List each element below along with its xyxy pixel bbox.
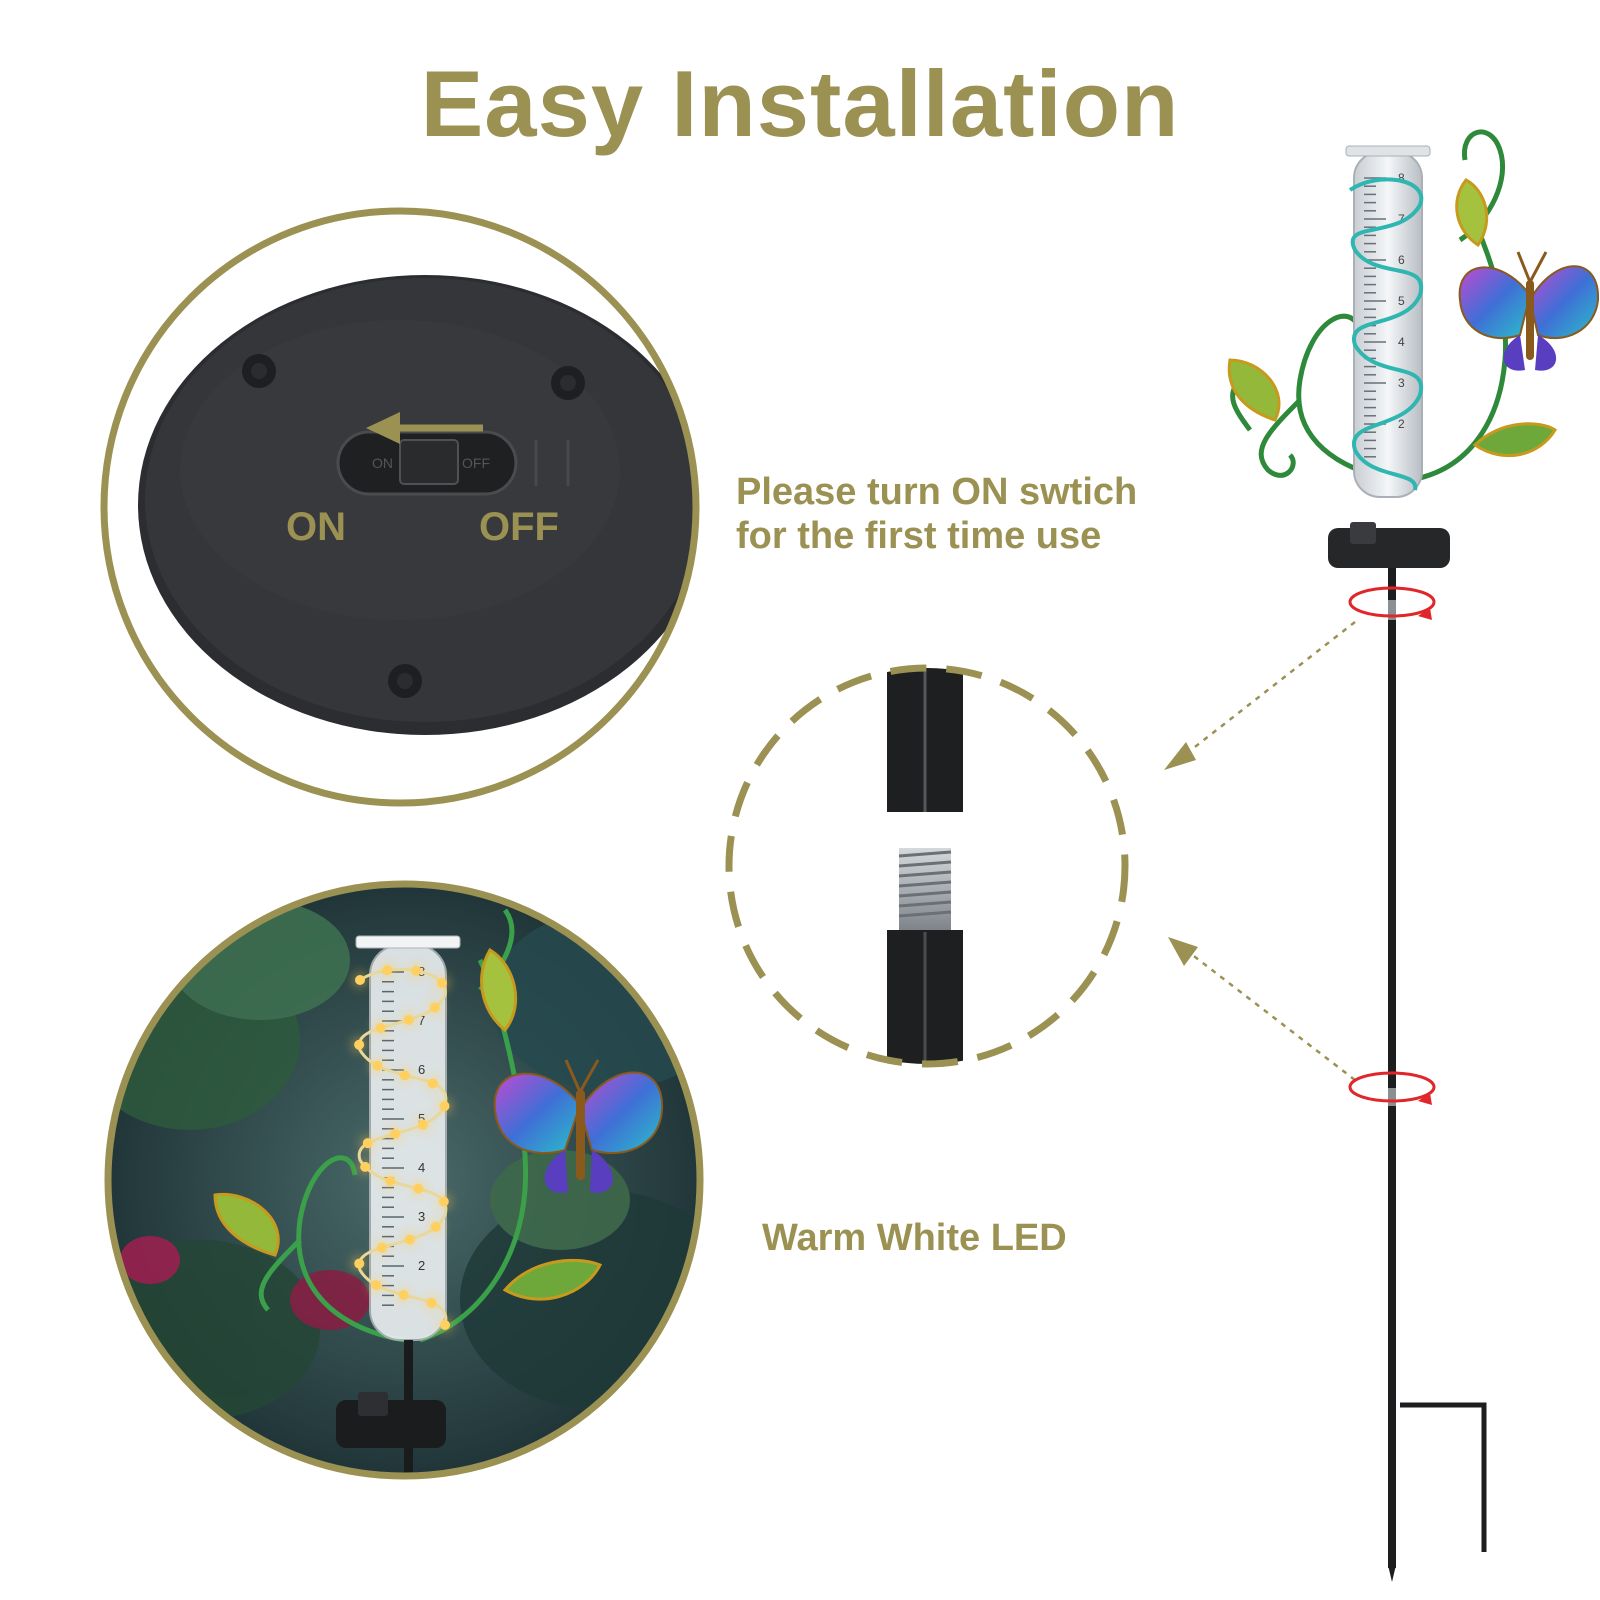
led-light: [354, 1258, 365, 1269]
switch-tiny-on: ON: [372, 455, 393, 471]
led-light: [439, 1101, 450, 1112]
rotate-icon: [1348, 586, 1436, 620]
switch-circle-frame: [100, 207, 700, 807]
gauge-ticks: [1364, 177, 1386, 458]
gauge-number: 7: [1398, 212, 1405, 226]
led-circle-frame: [104, 880, 704, 1480]
led-light: [430, 1221, 441, 1232]
led-light: [429, 1002, 440, 1013]
gauge-number: 2: [1398, 417, 1405, 431]
led-light: [385, 1176, 396, 1187]
instruction-text: Please turn ON swtich for the first time…: [736, 470, 1137, 558]
led-light: [440, 1320, 450, 1330]
gauge-number: 2: [418, 1258, 425, 1273]
switch-tiny-off: OFF: [462, 455, 490, 471]
gauge-tube: 8 7 6 5 4 3 2: [1345, 145, 1431, 498]
gauge-number: 4: [418, 1160, 425, 1175]
led-label: Warm White LED: [762, 1217, 1067, 1259]
gauge-number: 6: [1398, 253, 1405, 267]
gauge-numbers: 8 7 6 5 4 3 2: [1398, 171, 1405, 431]
gauge-number: 4: [1398, 335, 1405, 349]
pointer-arrow-lower: [1168, 937, 1356, 1081]
instruction-line-1: Please turn ON swtich: [736, 471, 1138, 513]
led-light: [355, 975, 365, 985]
led-light: [411, 965, 422, 976]
pointer-arrow-upper: [1164, 621, 1356, 770]
led-lights: [354, 965, 450, 1330]
led-light: [436, 978, 447, 989]
leaf-icon: [1455, 178, 1489, 248]
led-light: [376, 1242, 387, 1253]
led-light: [426, 1297, 437, 1308]
solar-box-icon: [1328, 522, 1450, 568]
rotate-icon: [1348, 1071, 1436, 1105]
rain-gauge-product: 8 7 6 5 4 3 2: [1227, 129, 1600, 1582]
screw-icon: [242, 354, 276, 388]
stake-pole: [1388, 568, 1396, 1568]
switch-closeup: ON OFF ON OFF: [100, 207, 700, 807]
gauge-number: 7: [418, 1013, 425, 1028]
led-light: [403, 1014, 414, 1025]
ground-fork: [1400, 1402, 1487, 1552]
gauge-number: 5: [418, 1111, 425, 1126]
gauge-number: 5: [1398, 294, 1405, 308]
gauge-number: 3: [418, 1209, 425, 1224]
page-title: Easy Installation: [420, 51, 1180, 156]
connector-dashed-frame: [725, 664, 1129, 1068]
led-light: [399, 1070, 410, 1081]
left-arrow-icon: [366, 412, 483, 444]
led-light: [417, 1119, 428, 1130]
thread-icon: [898, 848, 952, 930]
led-light: [382, 965, 393, 976]
led-light: [398, 1289, 409, 1300]
screw-icon: [551, 366, 585, 400]
led-light: [375, 1022, 386, 1033]
led-light: [354, 1039, 365, 1050]
leaf-icon: [1472, 422, 1558, 458]
butterfly-icon: [1458, 251, 1600, 371]
led-light: [438, 1196, 449, 1207]
led-light: [360, 1161, 371, 1172]
led-light: [372, 1060, 383, 1071]
butterfly-icon: [493, 1059, 664, 1193]
off-label: OFF: [479, 505, 559, 549]
led-light: [404, 1234, 415, 1245]
on-label: ON: [286, 505, 346, 549]
instruction-line-2: for the first time use: [736, 515, 1102, 557]
gauge-number: 8: [1398, 171, 1405, 185]
connector-closeup: [725, 664, 1129, 1068]
leaf-icon: [1227, 358, 1281, 422]
gauge-number: 6: [418, 1062, 425, 1077]
gauge-number: 3: [1398, 376, 1405, 390]
led-light: [427, 1078, 438, 1089]
led-light: [362, 1138, 373, 1149]
led-light: [371, 1280, 382, 1291]
led-light: [413, 1183, 424, 1194]
led-light: [390, 1128, 401, 1139]
screw-icon: [388, 664, 422, 698]
